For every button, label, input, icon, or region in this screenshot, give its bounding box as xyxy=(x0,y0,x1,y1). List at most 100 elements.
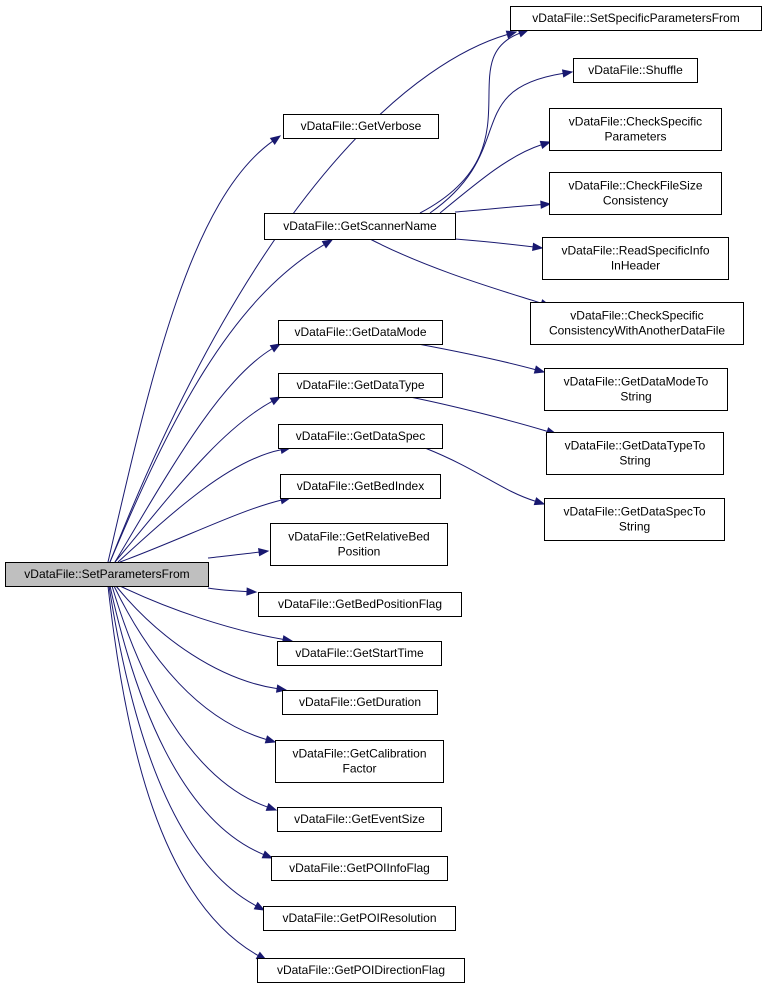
node-get_bed_position_flag[interactable]: vDataFile::GetBedPositionFlag xyxy=(258,592,462,617)
edge-line xyxy=(109,585,264,856)
node-label: Position xyxy=(338,545,381,559)
node-label: vDataFile::Shuffle xyxy=(588,63,683,77)
arrowhead xyxy=(246,587,258,596)
arrowhead xyxy=(540,200,552,209)
nodes-layer: vDataFile::SetParametersFrom vDataFile::S… xyxy=(5,6,762,983)
edge-set_parameters_from-to-get_poi_resolution xyxy=(108,585,266,911)
node-label: vDataFile::GetBedIndex xyxy=(297,479,424,493)
edge-set_parameters_from-to-get_duration xyxy=(115,585,288,693)
node-get_data_type[interactable]: vDataFile::GetDataType xyxy=(278,373,443,398)
node-box xyxy=(258,592,462,617)
node-shuffle[interactable]: vDataFile::Shuffle xyxy=(573,58,698,83)
node-get_scanner_name[interactable]: vDataFile::GetScannerName xyxy=(264,213,456,240)
arrowhead xyxy=(269,396,282,406)
edge-set_parameters_from-to-get_data_spec xyxy=(117,445,292,563)
node-label: String xyxy=(619,454,650,468)
node-label: vDataFile::CheckSpecific xyxy=(569,115,702,129)
node-label: Parameters xyxy=(604,130,666,144)
arrowhead xyxy=(532,242,544,252)
edge-line xyxy=(114,348,273,563)
node-label: vDataFile::ReadSpecificInfo xyxy=(561,244,709,258)
arrowhead xyxy=(269,343,282,353)
edge-line xyxy=(369,238,542,304)
node-box xyxy=(544,498,725,541)
edge-line xyxy=(424,447,536,502)
arrowhead xyxy=(258,548,270,557)
node-get_bed_index[interactable]: vDataFile::GetBedIndex xyxy=(280,474,441,499)
node-label: vDataFile::GetCalibration xyxy=(292,747,426,761)
arrowhead xyxy=(505,30,518,39)
node-label: vDataFile::GetPOIInfoFlag xyxy=(289,861,430,875)
node-box xyxy=(264,213,456,240)
arrowhead xyxy=(533,365,546,374)
node-box xyxy=(271,856,448,881)
edge-line xyxy=(109,34,508,563)
node-label: String xyxy=(619,520,650,534)
edge-get_data_spec-to-get_data_spec_to_string xyxy=(424,447,546,506)
node-get_poi_direction_flag[interactable]: vDataFile::GetPOIDirectionFlag xyxy=(257,958,465,983)
node-get_poi_resolution[interactable]: vDataFile::GetPOIResolution xyxy=(263,906,456,931)
edge-get_scanner_name-to-read_specific_info_in_header xyxy=(454,238,544,252)
arrowhead xyxy=(261,850,274,859)
edge-set_parameters_from-to-get_poi_info_flag xyxy=(109,585,274,859)
node-label: Consistency xyxy=(603,194,668,208)
node-set_specific_parameters_from[interactable]: vDataFile::SetSpecificParametersFrom xyxy=(510,6,762,31)
node-get_data_mode[interactable]: vDataFile::GetDataMode xyxy=(278,320,443,345)
node-label: vDataFile::SetSpecificParametersFrom xyxy=(532,11,739,25)
edge-set_parameters_from-to-get_data_type xyxy=(114,396,282,563)
node-check_specific_consistency[interactable]: vDataFile::CheckSpecificConsistencyWithA… xyxy=(530,302,744,345)
edge-line xyxy=(113,585,267,740)
node-box xyxy=(283,114,439,139)
edge-get_scanner_name-to-shuffle xyxy=(429,69,574,214)
edges-layer xyxy=(107,29,574,961)
node-label: vDataFile::SetParametersFrom xyxy=(24,567,189,581)
node-box xyxy=(549,172,722,215)
node-label: vDataFile::GetPOIDirectionFlag xyxy=(277,963,445,977)
node-label: vDataFile::GetDataTypeTo xyxy=(565,439,706,453)
edge-line xyxy=(439,144,542,214)
node-get_poi_info_flag[interactable]: vDataFile::GetPOIInfoFlag xyxy=(271,856,448,881)
arrowhead xyxy=(561,69,574,78)
node-get_event_size[interactable]: vDataFile::GetEventSize xyxy=(277,807,442,832)
node-label: vDataFile::GetDataType xyxy=(296,378,424,392)
node-get_verbose[interactable]: vDataFile::GetVerbose xyxy=(283,114,439,139)
node-box xyxy=(280,474,441,499)
node-box xyxy=(277,641,442,666)
node-label: vDataFile::GetEventSize xyxy=(294,812,425,826)
node-get_duration[interactable]: vDataFile::GetDuration xyxy=(282,690,438,715)
arrowhead xyxy=(321,239,334,249)
node-label: InHeader xyxy=(611,259,660,273)
node-set_parameters_from[interactable]: vDataFile::SetParametersFrom xyxy=(5,562,209,587)
node-label: vDataFile::GetDataSpecTo xyxy=(563,505,705,519)
arrowhead xyxy=(264,735,277,744)
node-label: vDataFile::GetScannerName xyxy=(283,219,437,233)
node-get_start_time[interactable]: vDataFile::GetStartTime xyxy=(277,641,442,666)
node-label: vDataFile::GetBedPositionFlag xyxy=(278,597,442,611)
node-label: String xyxy=(620,390,651,404)
node-box xyxy=(278,320,443,345)
edge-get_scanner_name-to-check_file_size_consistency xyxy=(454,200,552,213)
node-box xyxy=(263,906,456,931)
edge-line xyxy=(454,204,542,213)
node-label: ConsistencyWithAnotherDataFile xyxy=(549,324,725,338)
edge-set_parameters_from-to-set_specific_parameters_from xyxy=(109,30,518,563)
node-get_data_spec[interactable]: vDataFile::GetDataSpec xyxy=(278,424,443,449)
node-box xyxy=(544,368,728,411)
edge-line xyxy=(409,396,548,432)
node-label: vDataFile::CheckSpecific xyxy=(570,309,703,323)
edge-line xyxy=(107,585,259,957)
arrowhead xyxy=(533,497,546,506)
node-label: vDataFile::GetStartTime xyxy=(295,646,424,660)
node-label: vDataFile::GetDataMode xyxy=(294,325,426,339)
node-box xyxy=(270,523,448,566)
edge-get_data_mode-to-get_data_mode_to_string xyxy=(417,343,546,374)
